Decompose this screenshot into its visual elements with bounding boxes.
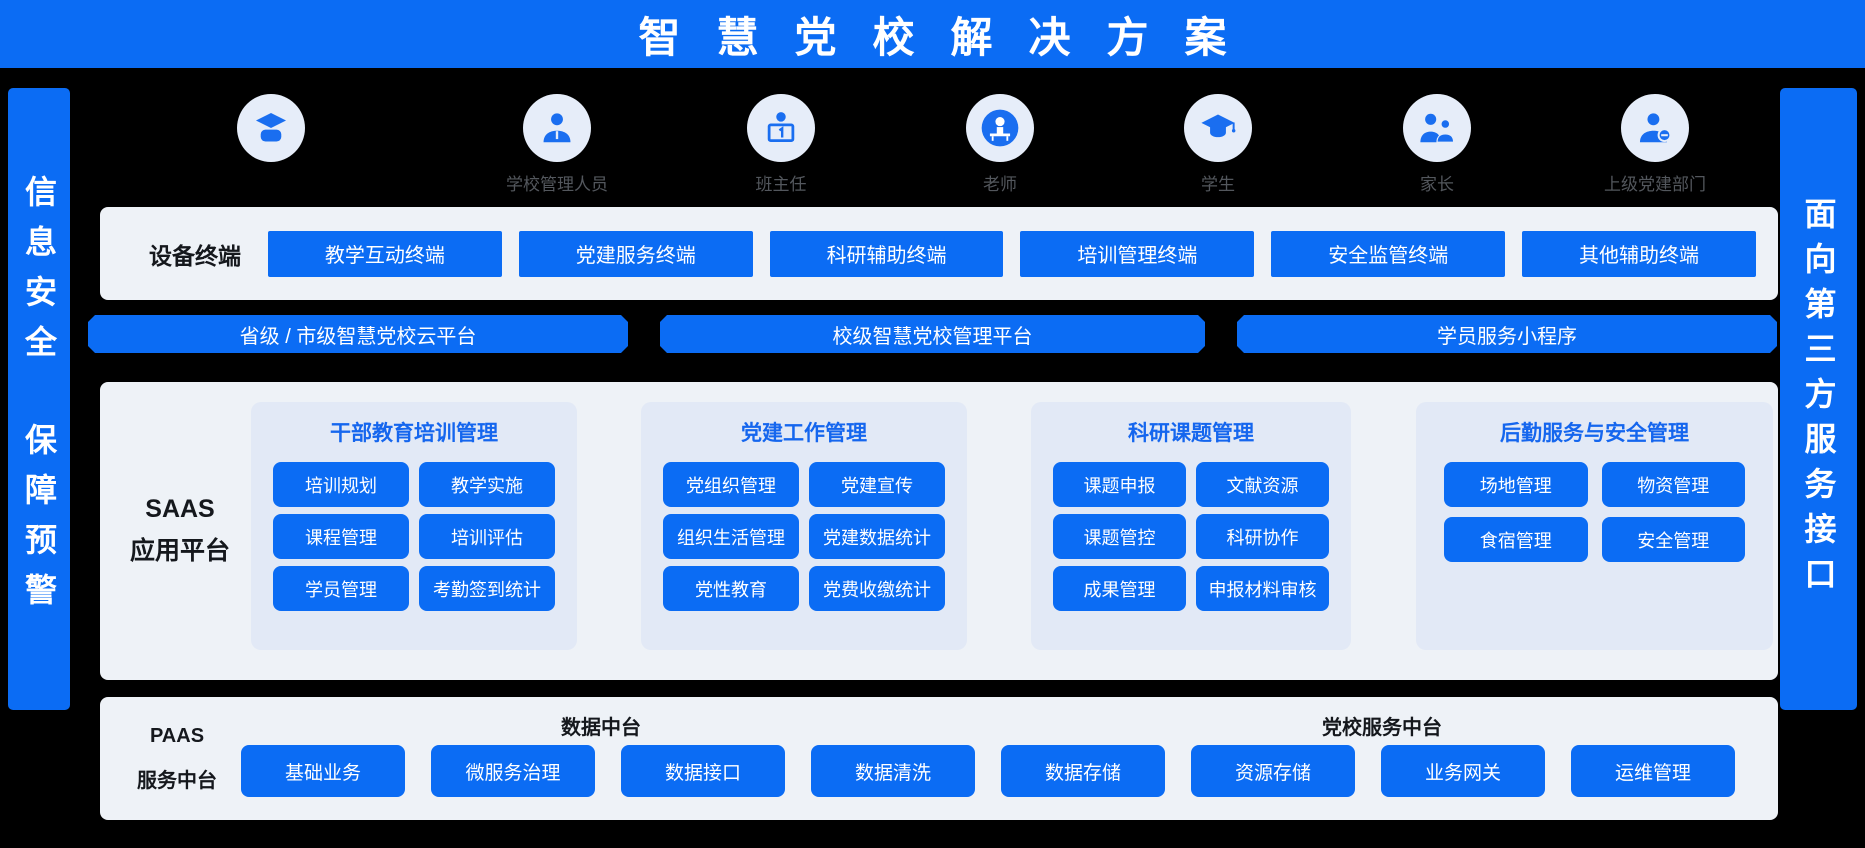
role-superior-party-dept: 上级党建部门 xyxy=(1555,94,1755,195)
saas-application-panel: SAAS 应用平台 干部教育培训管理 培训规划 教学实施 课程管理 培训评估 学… xyxy=(100,382,1778,680)
role-school-admin: 学校管理人员 xyxy=(457,94,657,195)
saas-chip: 物资管理 xyxy=(1601,462,1745,507)
role-teacher: 老师 xyxy=(900,94,1100,195)
paas-chip-data-storage: 数据存储 xyxy=(1001,745,1165,797)
page-title: 智慧党校解决方案 xyxy=(638,13,1263,61)
paas-chip-basic-business: 基础业务 xyxy=(241,745,405,797)
paas-chip-ops-management: 运维管理 xyxy=(1571,745,1735,797)
saas-group-title: 党建工作管理 xyxy=(741,422,867,445)
user-roles-row: 学校管理人员 班主任 xyxy=(0,94,1865,194)
platform-bar-school-management: 校级智慧党校管理平台 xyxy=(660,315,1205,353)
role-parent: 家长 xyxy=(1337,94,1537,195)
paas-chip-data-interface: 数据接口 xyxy=(621,745,785,797)
saas-chip: 学员管理 xyxy=(273,566,409,611)
paas-section-header-school-service-platform: 党校服务中台 xyxy=(1322,717,1442,739)
saas-group-grid: 课题申报 文献资源 课题管控 科研协作 成果管理 申报材料审核 xyxy=(1053,462,1329,611)
saas-group-party-building-work: 党建工作管理 党组织管理 党建宣传 组织生活管理 党建数据统计 党性教育 党费收… xyxy=(641,402,967,650)
saas-chip: 课题申报 xyxy=(1053,462,1186,507)
device-button-row: 教学互动终端 党建服务终端 科研辅助终端 培训管理终端 安全监管终端 其他辅助终… xyxy=(268,230,1756,277)
saas-group-cadre-training: 干部教育培训管理 培训规划 教学实施 课程管理 培训评估 学员管理 考勤签到统计 xyxy=(251,402,577,650)
saas-title-line1: SAAS xyxy=(145,495,215,523)
saas-group-research-topics: 科研课题管理 课题申报 文献资源 课题管控 科研协作 成果管理 申报材料审核 xyxy=(1031,402,1351,650)
saas-group-grid: 培训规划 教学实施 课程管理 培训评估 学员管理 考勤签到统计 xyxy=(273,462,555,611)
student-icon xyxy=(1184,94,1252,162)
parent-icon xyxy=(1403,94,1471,162)
role-label: 学校管理人员 xyxy=(506,175,608,194)
role-label: 家长 xyxy=(1420,175,1454,194)
saas-chip: 组织生活管理 xyxy=(663,514,799,559)
saas-chip: 培训评估 xyxy=(419,514,555,559)
device-panel-title: 设备终端 xyxy=(149,242,241,269)
saas-chip: 党组织管理 xyxy=(663,462,799,507)
saas-chip: 课题管控 xyxy=(1053,514,1186,559)
device-chip-other-assist: 其他辅助终端 xyxy=(1522,230,1756,277)
paas-service-panel: PAAS 服务中台 数据中台 党校服务中台 基础业务 微服务治理 数据接口 数据… xyxy=(100,697,1778,820)
saas-chip: 党性教育 xyxy=(663,566,799,611)
device-chip-security-supervision: 安全监管终端 xyxy=(1271,230,1506,277)
left-sidebar-info-security: 信息安全 保障预警 xyxy=(8,88,70,710)
role-student: 学生 xyxy=(1118,94,1318,195)
saas-chip: 食宿管理 xyxy=(1444,517,1588,562)
superior-party-dept-icon xyxy=(1621,94,1689,162)
paas-chip-microservice-governance: 微服务治理 xyxy=(431,745,595,797)
role-label: 班主任 xyxy=(755,175,807,194)
device-chip-teaching-interaction: 教学互动终端 xyxy=(268,230,502,277)
paas-title-line2: 服务中台 xyxy=(137,769,217,792)
saas-chip: 文献资源 xyxy=(1196,462,1329,507)
paas-chip-data-cleaning: 数据清洗 xyxy=(811,745,975,797)
saas-group-grid: 场地管理 物资管理 食宿管理 安全管理 xyxy=(1444,462,1745,562)
saas-chip: 党费收缴统计 xyxy=(809,566,945,611)
saas-chip: 申报材料审核 xyxy=(1196,566,1329,611)
saas-chip: 党建数据统计 xyxy=(809,514,945,559)
role-label: 学生 xyxy=(1201,175,1235,194)
paas-section-header-data-middle-platform: 数据中台 xyxy=(561,717,641,739)
saas-chip: 成果管理 xyxy=(1053,566,1186,611)
platform-bar-student-miniprogram: 学员服务小程序 xyxy=(1237,315,1777,353)
saas-group-title: 科研课题管理 xyxy=(1128,422,1254,445)
left-sidebar-text-line1: 信息安全 xyxy=(21,175,57,375)
device-chip-training-management: 培训管理终端 xyxy=(1020,230,1255,277)
saas-title-line2: 应用平台 xyxy=(129,537,230,565)
head-teacher-icon xyxy=(747,94,815,162)
saas-chip: 安全管理 xyxy=(1601,517,1745,562)
role-head-teacher: 班主任 xyxy=(681,94,881,195)
saas-chip: 考勤签到统计 xyxy=(419,566,555,611)
graduate-icon xyxy=(237,94,305,162)
saas-chip: 党建宣传 xyxy=(809,462,945,507)
right-sidebar-third-party-interface: 面向第三方服务接口 xyxy=(1780,88,1857,710)
role-graduate xyxy=(171,94,371,190)
role-label: 上级党建部门 xyxy=(1604,175,1706,194)
saas-group-grid: 党组织管理 党建宣传 组织生活管理 党建数据统计 党性教育 党费收缴统计 xyxy=(663,462,945,611)
saas-chip: 课程管理 xyxy=(273,514,409,559)
paas-chip-business-gateway: 业务网关 xyxy=(1381,745,1545,797)
school-admin-icon xyxy=(523,94,591,162)
teacher-icon xyxy=(966,94,1034,162)
saas-panel-title: SAAS 应用平台 xyxy=(110,382,250,680)
saas-chip: 科研协作 xyxy=(1196,514,1329,559)
role-label: 老师 xyxy=(983,175,1017,194)
saas-group-title: 后勤服务与安全管理 xyxy=(1500,422,1689,445)
paas-title-line1: PAAS xyxy=(149,724,205,747)
saas-group-title: 干部教育培训管理 xyxy=(330,422,498,445)
device-chip-research-assist: 科研辅助终端 xyxy=(769,230,1004,277)
paas-button-row: 基础业务 微服务治理 数据接口 数据清洗 数据存储 资源存储 业务网关 运维管理 xyxy=(241,745,1735,797)
device-terminal-panel: 设备终端 教学互动终端 党建服务终端 科研辅助终端 培训管理终端 安全监管终端 … xyxy=(100,207,1778,300)
platform-bar-provincial-cloud: 省级 / 市级智慧党校云平台 xyxy=(88,315,628,353)
paas-panel-title: PAAS 服务中台 xyxy=(116,697,238,820)
saas-chip: 培训规划 xyxy=(273,462,409,507)
paas-chip-resource-storage: 资源存储 xyxy=(1191,745,1355,797)
saas-group-logistics-security: 后勤服务与安全管理 场地管理 物资管理 食宿管理 安全管理 xyxy=(1416,402,1773,650)
right-sidebar-text: 面向第三方服务接口 xyxy=(1800,196,1837,602)
device-chip-party-building-service: 党建服务终端 xyxy=(518,230,753,277)
saas-chip: 教学实施 xyxy=(419,462,555,507)
left-sidebar-text-line2: 保障预警 xyxy=(21,423,57,623)
saas-chip: 场地管理 xyxy=(1444,462,1588,507)
page-header: 智慧党校解决方案 xyxy=(0,0,1865,68)
